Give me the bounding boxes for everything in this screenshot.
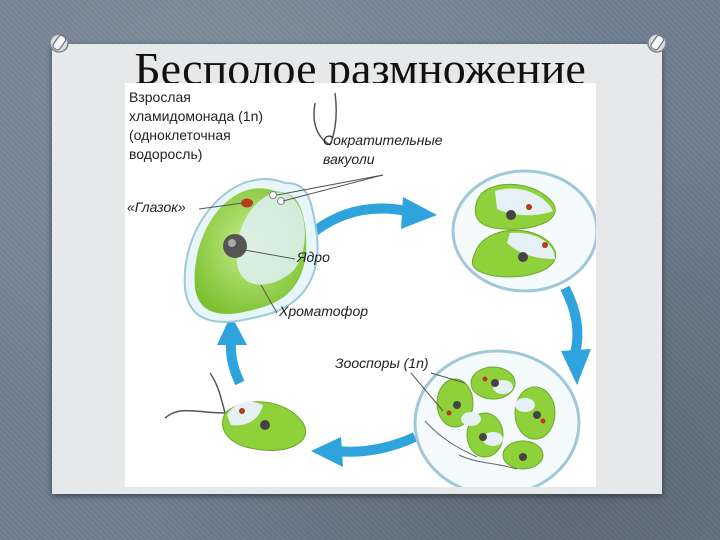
life-cycle-diagram: Взрослая хламидомонада (1n) (одноклеточн… <box>125 83 596 487</box>
cycle-arrow-top <box>312 197 437 236</box>
label-nucleus: Ядро <box>297 249 330 265</box>
released-zoospore <box>164 372 306 452</box>
cycle-arrow-bottom <box>311 432 418 467</box>
cycle-arrow-left <box>217 315 247 386</box>
label-chromatophore: Хроматофор <box>279 303 369 319</box>
dividing-cell-cyst <box>451 169 596 293</box>
zoospore-cyst <box>410 349 581 487</box>
label-adult-line3: (одноклеточная <box>129 127 231 143</box>
label-adult-line4: водоросль) <box>129 146 203 162</box>
label-vacuoles-line1: Сократительные <box>323 132 443 148</box>
diagram-graphics <box>164 92 596 487</box>
label-zoospores: Зооспоры (1n) <box>335 355 429 371</box>
label-adult-line2: хламидомонада (1n) <box>129 108 264 124</box>
pushpin-icon <box>49 33 69 53</box>
label-eyespot: «Глазок» <box>127 199 186 215</box>
cycle-arrow-right <box>560 285 591 385</box>
pushpin-icon <box>647 33 667 53</box>
label-adult-line1: Взрослая <box>129 89 191 105</box>
label-vacuoles-line2: вакуоли <box>323 151 375 167</box>
